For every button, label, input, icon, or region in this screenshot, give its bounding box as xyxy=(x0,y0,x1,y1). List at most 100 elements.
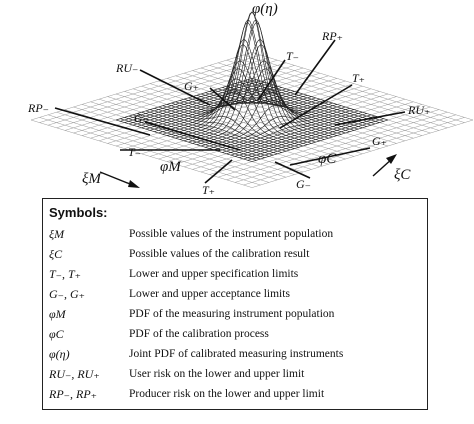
legend-symbol: RU₋, RU₊ xyxy=(49,367,100,381)
legend-description: PDF of the calibration process xyxy=(129,328,269,340)
t-minus-top-line xyxy=(257,59,286,101)
legend-row: ξM Possible values of the instrument pop… xyxy=(43,225,427,245)
rp-plus-line xyxy=(294,39,336,96)
base-grid-line xyxy=(234,114,457,183)
label-xi-c: ξC xyxy=(394,167,411,183)
label-g-plus-right: G₊ xyxy=(372,134,387,148)
legend-description: Possible values of the instrument popula… xyxy=(129,228,334,240)
g-minus-bottom-line xyxy=(274,161,311,179)
surface-mesh-line xyxy=(137,113,274,156)
legend-row: RU₋, RU₊ User risk on the lower and uppe… xyxy=(43,365,427,385)
legend-description: User risk on the lower and upper limit xyxy=(129,368,305,380)
legend-description: PDF of the measuring instrument populati… xyxy=(129,308,335,320)
t-plus-bottom-line xyxy=(204,159,233,184)
ru-plus-line xyxy=(334,111,406,126)
label-xi-m: ξM xyxy=(82,171,101,187)
label-rp-plus: RP₊ xyxy=(322,29,343,43)
base-grid-line xyxy=(39,117,261,186)
label-t-plus-bottom: T₊ xyxy=(202,183,216,197)
surface-mesh-line xyxy=(188,19,325,140)
annotation-lines xyxy=(54,39,406,188)
xi-c-arrowhead xyxy=(386,154,397,164)
base-grid-line xyxy=(107,96,329,165)
surface-mesh-line xyxy=(179,22,316,143)
legend-title: Symbols: xyxy=(49,205,108,220)
t-plus-right-line xyxy=(279,84,353,129)
surface-mesh-line xyxy=(120,118,257,161)
surface-mesh-line xyxy=(154,108,291,151)
legend-symbol: RP₋, RP₊ xyxy=(49,387,97,401)
surface-mesh-line xyxy=(251,78,389,121)
base-grid-line xyxy=(141,85,363,155)
surface-mesh-line xyxy=(175,44,312,144)
base-grid-line xyxy=(251,119,474,188)
legend-symbol: ξM xyxy=(49,227,65,241)
surface-mesh-line xyxy=(183,11,321,142)
surface-mesh-line xyxy=(205,92,342,135)
xi-m-arrowhead xyxy=(128,180,140,188)
legend-description: Possible values of the calibration resul… xyxy=(129,248,310,260)
surface-mesh-line xyxy=(226,85,363,129)
label-t-minus-left: T₋ xyxy=(128,145,142,159)
surface-mesh-line xyxy=(141,111,278,155)
legend-row: RP₋, RP₊ Producer risk on the lower and … xyxy=(43,385,427,405)
legend-description: Lower and upper specification limits xyxy=(129,268,299,280)
surface-mesh-line xyxy=(247,79,384,122)
label-t-plus-right: T₊ xyxy=(352,71,366,85)
label-phi-c: φC xyxy=(318,151,337,167)
legend-symbol: φM xyxy=(49,307,66,321)
surface-mesh-line xyxy=(149,109,287,152)
label-t-minus-top: T₋ xyxy=(286,49,300,63)
base-grid-line xyxy=(30,119,253,188)
legend-description: Joint PDF of calibrated measuring instru… xyxy=(129,348,344,360)
base-grid-line xyxy=(226,111,448,181)
surface-mesh-line xyxy=(171,68,308,145)
label-ru-plus: RU₊ xyxy=(408,103,431,117)
symbols-legend: Symbols: ξM Possible values of the instr… xyxy=(42,198,428,410)
surface-mesh-line xyxy=(222,87,359,130)
legend-symbol: ξC xyxy=(49,247,63,261)
surface-mesh-line xyxy=(192,39,329,139)
base-grid-line xyxy=(175,96,397,165)
surface-mesh-line xyxy=(166,89,304,147)
legend-row: φC PDF of the calibration process xyxy=(43,325,427,345)
legend-description: Producer risk on the lower and upper lim… xyxy=(129,388,325,400)
base-grid-line xyxy=(115,93,338,162)
g-minus-left-line xyxy=(144,121,241,151)
label-phi-eta: φ(η) xyxy=(252,1,278,17)
legend-row: φM PDF of the measuring instrument popul… xyxy=(43,305,427,325)
surface-mesh-line xyxy=(239,82,376,125)
base-grid-line xyxy=(56,111,278,181)
joint-pdf-surface xyxy=(30,11,474,188)
rp-minus-line xyxy=(54,107,151,136)
surface-mesh-line xyxy=(158,106,295,149)
surface-mesh-line xyxy=(115,119,253,162)
base-grid-line xyxy=(217,109,440,178)
surface-mesh xyxy=(115,11,389,162)
legend-row: φ(η) Joint PDF of calibrated measuring i… xyxy=(43,345,427,365)
label-rp-minus: RP₋ xyxy=(28,101,49,115)
legend-row: T₋, T₊ Lower and upper specification lim… xyxy=(43,265,427,285)
surface-mesh-line xyxy=(132,114,270,157)
surface-figure: φ(η) RP₊ RU₋ T₋ T₊ G₊ RP₋ RU₊ G₋ T₋ φM φ… xyxy=(0,0,474,200)
label-g-plus-top: G₊ xyxy=(184,79,199,93)
legend-symbol: G₋, G₊ xyxy=(49,287,85,301)
base-grid-line xyxy=(47,114,270,183)
label-ru-minus: RU₋ xyxy=(116,61,139,75)
legend-symbol: T₋, T₊ xyxy=(49,267,82,281)
surface-mesh-line xyxy=(145,110,282,153)
base-grid-line xyxy=(132,88,355,157)
label-g-minus-left: G₋ xyxy=(134,111,149,125)
label-phi-m: φM xyxy=(160,159,181,175)
legend-row: G₋, G₊ Lower and upper acceptance limits xyxy=(43,285,427,305)
legend-description: Lower and upper acceptance limits xyxy=(129,288,290,300)
surface-mesh-line xyxy=(124,117,261,160)
surface-mesh-line xyxy=(213,89,350,132)
g-plus-right-line xyxy=(289,147,371,166)
label-g-minus-bottom: G₋ xyxy=(296,177,311,191)
legend-row: ξC Possible values of the calibration re… xyxy=(43,245,427,265)
g-plus-top-line xyxy=(209,87,236,111)
legend-symbol: φC xyxy=(49,327,64,341)
surface-mesh-line xyxy=(196,60,333,138)
surface-mesh-line xyxy=(230,84,367,127)
